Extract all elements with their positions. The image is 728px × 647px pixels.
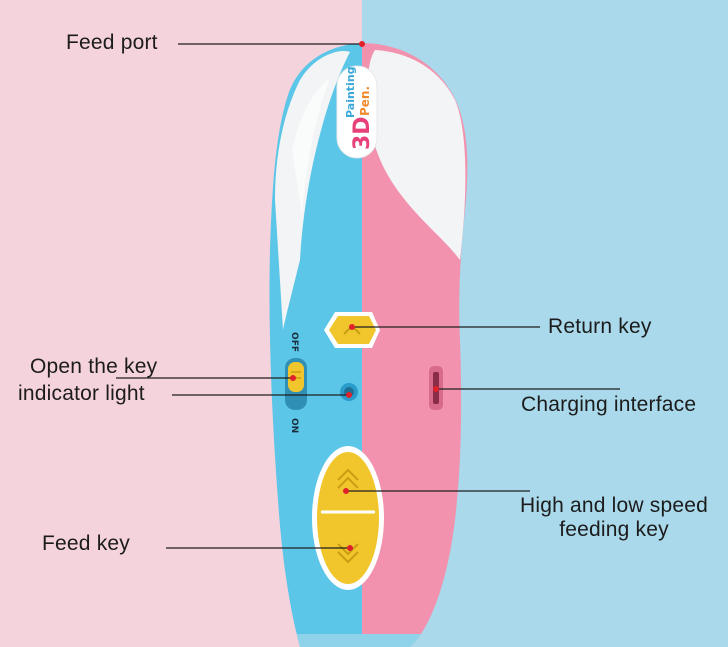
brand-3d: 3D bbox=[350, 116, 375, 150]
label-charging-interface: Charging interface bbox=[521, 393, 697, 416]
markers bbox=[290, 41, 439, 551]
marker-charging bbox=[433, 386, 439, 392]
label-return-key: Return key bbox=[548, 315, 652, 338]
label-open-the-key: Open the key bbox=[30, 355, 158, 378]
switch-off-label: OFF bbox=[289, 332, 299, 352]
brand-badge: 3D Painting Pen. bbox=[336, 65, 378, 159]
pen-white-panel-left bbox=[275, 50, 350, 331]
brand-painting: Painting bbox=[344, 66, 357, 118]
pen-highlight bbox=[292, 78, 330, 215]
label-feed-port: Feed port bbox=[66, 31, 158, 54]
marker-feed-key bbox=[347, 545, 353, 551]
speed-feed-key[interactable] bbox=[312, 446, 384, 590]
power-switch[interactable] bbox=[285, 358, 307, 410]
switch-on-label: ON bbox=[289, 418, 299, 433]
pen-white-panel-right bbox=[367, 50, 466, 260]
marker-return-key bbox=[349, 324, 355, 330]
brand-pen: Pen. bbox=[358, 86, 372, 116]
leader-lines bbox=[116, 43, 620, 549]
pen-collar bbox=[290, 634, 440, 647]
label-indicator-light: indicator light bbox=[18, 382, 145, 405]
marker-open-key-light bbox=[290, 375, 296, 381]
label-feed-key: Feed key bbox=[42, 532, 130, 555]
label-speed-key-line2: feeding key bbox=[559, 518, 669, 541]
marker-indicator-light bbox=[346, 392, 352, 398]
marker-speed-key bbox=[343, 488, 349, 494]
marker-feed-port bbox=[359, 41, 365, 47]
label-speed-key-line1: High and low speed bbox=[519, 494, 709, 517]
